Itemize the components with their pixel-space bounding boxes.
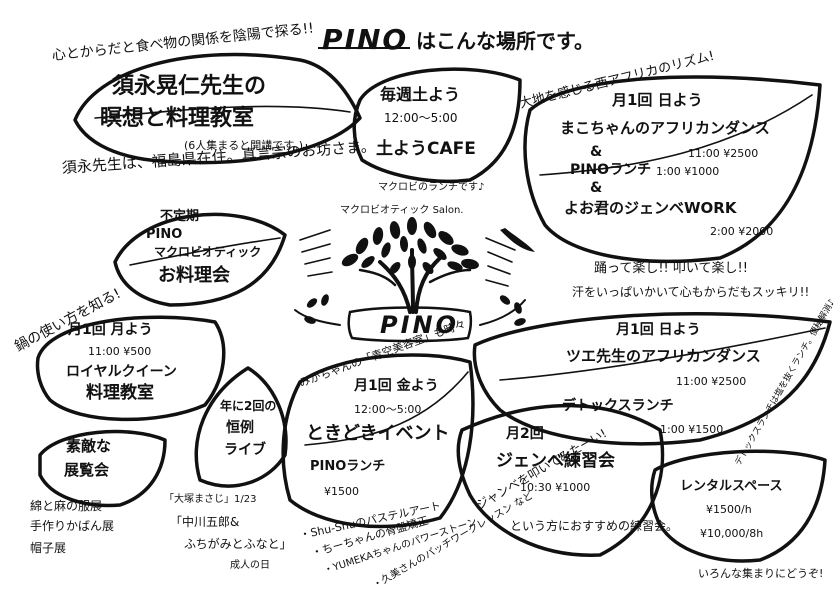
african1-line1: まこちゃんのアフリカンダンス xyxy=(560,119,770,137)
leaf-tsue xyxy=(472,312,832,446)
royal-line1: ロイヤルクイーン xyxy=(66,364,177,380)
african1-time2: 1:00 ¥1000 xyxy=(656,165,720,178)
cafe-line2: 土ようCAFE xyxy=(376,139,476,159)
african1-head: 月1回 日よう xyxy=(612,91,703,109)
rental-price2: ¥10,000/8h xyxy=(700,527,764,540)
exhibit-list3: 帽子展 xyxy=(30,541,67,555)
exhibit-list2: 手作りかばん展 xyxy=(30,519,115,533)
live-list-item4: 成人の日 xyxy=(230,560,270,571)
page-title: はこんな場所です。 xyxy=(416,29,594,53)
leaf-african1 xyxy=(523,75,822,264)
african1-amp2: & xyxy=(590,180,603,196)
irregular-line3: マクロビオティック xyxy=(154,245,262,259)
leaf-djembe xyxy=(456,403,665,557)
tokidoki-head: 月1回 金よう xyxy=(354,378,439,394)
african1-line2: PINOランチ xyxy=(570,162,652,178)
leaf-exhibit xyxy=(38,429,167,508)
live-list-item3: ふちがみとふなと」 xyxy=(184,537,292,551)
logo-frame xyxy=(347,306,473,343)
logo-text: PINO xyxy=(380,311,460,339)
royal-head: 月1回 月よう xyxy=(68,322,153,338)
caption-kids2: という方におすすめの練習会。 xyxy=(510,519,679,533)
djembe-time: 10:30 ¥1000 xyxy=(520,481,591,494)
african1-line3: よお君のジェンベWORK xyxy=(564,199,737,217)
leaf-tokidoki xyxy=(281,353,475,529)
leaf-irregular xyxy=(113,212,287,307)
tsue-time2: 1:00 ¥1500 xyxy=(660,423,724,436)
leaf-rental xyxy=(649,449,827,563)
sunaga-note: (6人集まると開講です。) xyxy=(184,139,303,152)
african1-time1: 11:00 ¥2500 xyxy=(688,147,759,160)
tokidoki-time: 12:00〜5:00 xyxy=(354,403,422,416)
chili-doodle xyxy=(500,228,535,252)
exhibit-line1: 素敵な xyxy=(66,437,112,455)
tsue-time1: 11:00 ¥2500 xyxy=(676,375,747,388)
tsue-head: 月1回 日よう xyxy=(616,322,701,338)
royal-time: 11:00 ¥500 xyxy=(88,345,152,358)
irregular-line2: PINO xyxy=(146,227,183,242)
lunch-note: マクロビのランチです♪ xyxy=(378,182,485,193)
djembe-head: 月2回 xyxy=(506,426,544,442)
exhibit-line2: 展覧会 xyxy=(64,461,110,479)
cafe-time: 12:00〜5:00 xyxy=(384,111,458,125)
leaf-royal xyxy=(35,315,226,422)
royal-line2: 料理教室 xyxy=(86,383,154,403)
djembe-line1: ジェンベ練習会 xyxy=(496,451,615,471)
tree-foliage xyxy=(341,217,479,274)
live-list-item1: 「大塚まさじ」1/23 xyxy=(164,494,257,505)
tokidoki-line2: PINOランチ xyxy=(310,459,386,474)
caption-rental-note: いろんな集まりにどうぞ! xyxy=(698,567,824,580)
rental-line1: レンタルスペース xyxy=(680,479,783,494)
african1-footer: 踊って楽し!! 叩いて楽し!! xyxy=(594,261,748,276)
live-line1: 年に2回の xyxy=(220,399,277,413)
exhibit-list1: 綿と麻の服展 xyxy=(30,499,103,513)
tokidoki-price: ¥1500 xyxy=(324,485,359,498)
african1-amp: & xyxy=(590,144,603,160)
live-line3: ライブ xyxy=(224,442,266,458)
tsue-line1: ツエ先生のアフリカンダンス xyxy=(566,347,761,365)
cafe-line1: 毎週土よう xyxy=(380,85,461,104)
caption-mind: 汗をいっぱいかいて心もからだもスッキリ!! xyxy=(572,285,810,299)
brand-title: PINO xyxy=(322,23,409,56)
live-list-item2: 「中川五郎& xyxy=(170,515,240,529)
live-line2: 恒例 xyxy=(226,420,254,436)
sunaga-line2: 瞑想と料理教室 xyxy=(100,106,255,131)
irregular-line4: お料理会 xyxy=(158,265,230,286)
leaf-live xyxy=(194,366,288,488)
tsue-line2: デトックスランチ xyxy=(562,398,674,414)
leaf-sunaga xyxy=(73,52,362,165)
sunaga-line1: 須永晃仁先生の xyxy=(112,74,267,99)
leaf-cafe xyxy=(352,67,522,184)
salon-label: マクロビオティック Salon. xyxy=(340,205,464,216)
rental-price1: ¥1500/h xyxy=(706,503,752,516)
african1-time3: 2:00 ¥2000 xyxy=(710,225,774,238)
irregular-line1: 不定期 xyxy=(160,209,200,224)
tokidoki-line1: ときどきイベント xyxy=(306,423,450,444)
